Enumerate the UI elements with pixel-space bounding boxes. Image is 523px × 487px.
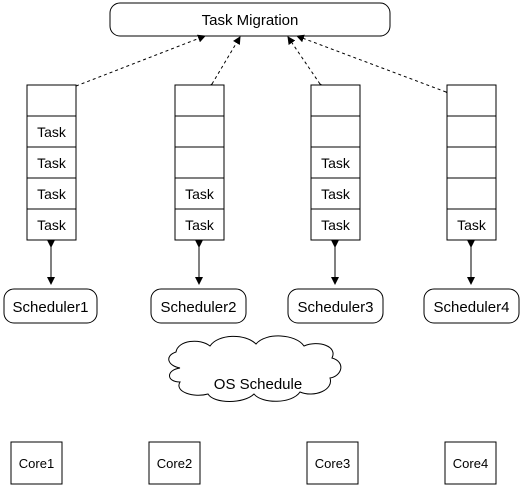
queue-slot: Task [446, 208, 497, 241]
scheduler-label: Scheduler3 [298, 299, 374, 316]
queue-slot: Task [310, 208, 361, 241]
task-label: Task [37, 217, 67, 233]
queue-slot [174, 115, 225, 148]
queue-slot: Task [26, 208, 77, 241]
task-label: Task [185, 217, 215, 233]
task-label: Task [37, 186, 67, 202]
task-label: Task [37, 155, 67, 171]
migration-arrows [68, 34, 454, 99]
scheduler-4: Scheduler4 [423, 288, 520, 324]
core-1: Core1 [10, 441, 63, 485]
queue-4: Task [446, 84, 497, 241]
scheduler-2: Scheduler2 [150, 288, 247, 324]
queue-slot [446, 177, 497, 210]
migration-arrow-1 [68, 34, 206, 93]
task-label: Task [321, 186, 351, 202]
migration-arrow-4 [296, 34, 454, 99]
cloud-shape [168, 335, 342, 402]
scheduler-1: Scheduler1 [3, 288, 98, 324]
scheduler-arrows [47, 240, 475, 285]
task-migration-node: Task Migration [109, 2, 391, 37]
queue-slot [310, 115, 361, 148]
task-label: Task [37, 124, 67, 140]
queue-slot: Task [174, 177, 225, 210]
task-label: Task [321, 217, 351, 233]
core-label: Core2 [157, 456, 192, 471]
queue-slot [446, 146, 497, 179]
core-3: Core3 [306, 441, 359, 485]
core-4: Core4 [444, 441, 497, 485]
queue-slot [446, 115, 497, 148]
queue-slot: Task [310, 177, 361, 210]
queue-slot: Task [26, 115, 77, 148]
queue-slot [310, 84, 361, 117]
cores: Core1 Core2 Core3 Core4 [10, 441, 497, 485]
queue-slot [174, 84, 225, 117]
migration-arrow-3 [287, 36, 328, 93]
task-migration-label: Task Migration [202, 12, 299, 29]
queue-slot: Task [174, 208, 225, 241]
scheduler-label: Scheduler4 [434, 299, 510, 316]
scheduler-3: Scheduler3 [287, 288, 384, 324]
queue-slot [174, 146, 225, 179]
core-2: Core2 [148, 441, 201, 485]
migration-arrow-2 [204, 36, 241, 93]
core-label: Core4 [453, 456, 488, 471]
task-label: Task [321, 155, 351, 171]
core-label: Core3 [315, 456, 350, 471]
core-label: Core1 [19, 456, 54, 471]
schedulers: Scheduler1 Scheduler2 Scheduler3 Scheduler4 [3, 288, 520, 324]
os-schedule-label: OS Schedule [214, 376, 302, 393]
task-label: Task [185, 186, 215, 202]
queue-slot: Task [26, 177, 77, 210]
os-schedule-cloud: OS Schedule [168, 335, 342, 402]
queue-slot: Task [310, 146, 361, 179]
task-label: Task [457, 217, 487, 233]
queue-slot [446, 84, 497, 117]
queue-slot [26, 84, 77, 117]
scheduler-label: Scheduler2 [161, 299, 237, 316]
scheduler-label: Scheduler1 [13, 299, 89, 316]
queue-slot: Task [26, 146, 77, 179]
